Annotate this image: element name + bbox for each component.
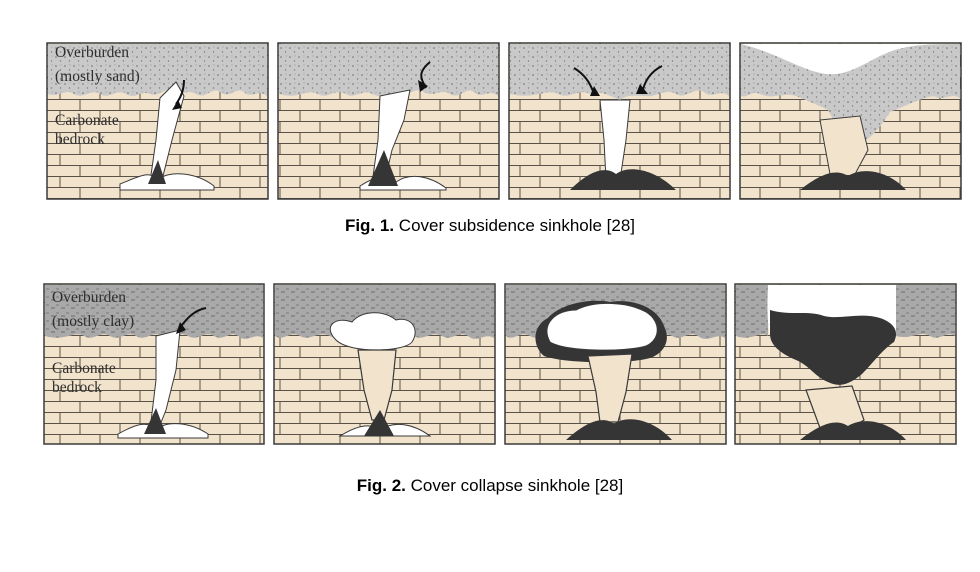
bedrock-label-line1: Carbonate [55,112,119,129]
overburden-label: Overburden [55,44,130,61]
overburden-sand [279,44,498,96]
figure-1-caption-text: Cover subsidence sinkhole [28] [394,216,636,235]
stage-1-panel [43,283,265,445]
figure-2-caption: Fig. 2. Cover collapse sinkhole [28] [0,476,980,496]
overburden-note-label: (mostly clay) [52,313,135,330]
stage-3-panel [504,283,727,445]
bedrock-label-line2: bedrock [55,131,105,148]
bedrock-label-line1: Carbonate [52,360,116,377]
overburden-sand [48,44,267,96]
overburden-clay [45,285,263,339]
figure-1-diagram [46,42,962,200]
figure-1: Overburden (mostly sand) Carbonate bedro… [0,0,980,250]
figure-2: Overburden (mostly clay) Carbonate bedro… [0,280,980,520]
stage-1-panel [46,42,269,200]
figure-2-caption-label: Fig. 2. [356,476,406,495]
overburden-clay [275,285,494,339]
overburden-clay [896,285,955,338]
stage-2-panel [273,283,496,445]
stage-4-panel [739,42,962,200]
overburden-label: Overburden [52,289,127,306]
overburden-sand [510,44,729,100]
stage-4-panel [734,283,957,445]
bedrock-label-line2: bedrock [52,379,102,396]
overburden-sand [741,44,960,144]
figure-2-caption-text: Cover collapse sinkhole [28] [405,476,624,495]
stage-2-panel [277,42,500,200]
figure-1-caption-label: Fig. 1. [344,216,395,235]
overburden-clay [736,285,768,338]
overburden-note-label: (mostly sand) [55,68,140,85]
figure-2-diagram [43,283,957,445]
figure-1-caption: Fig. 1. Cover subsidence sinkhole [28] [0,216,980,236]
stage-3-panel [508,42,731,200]
